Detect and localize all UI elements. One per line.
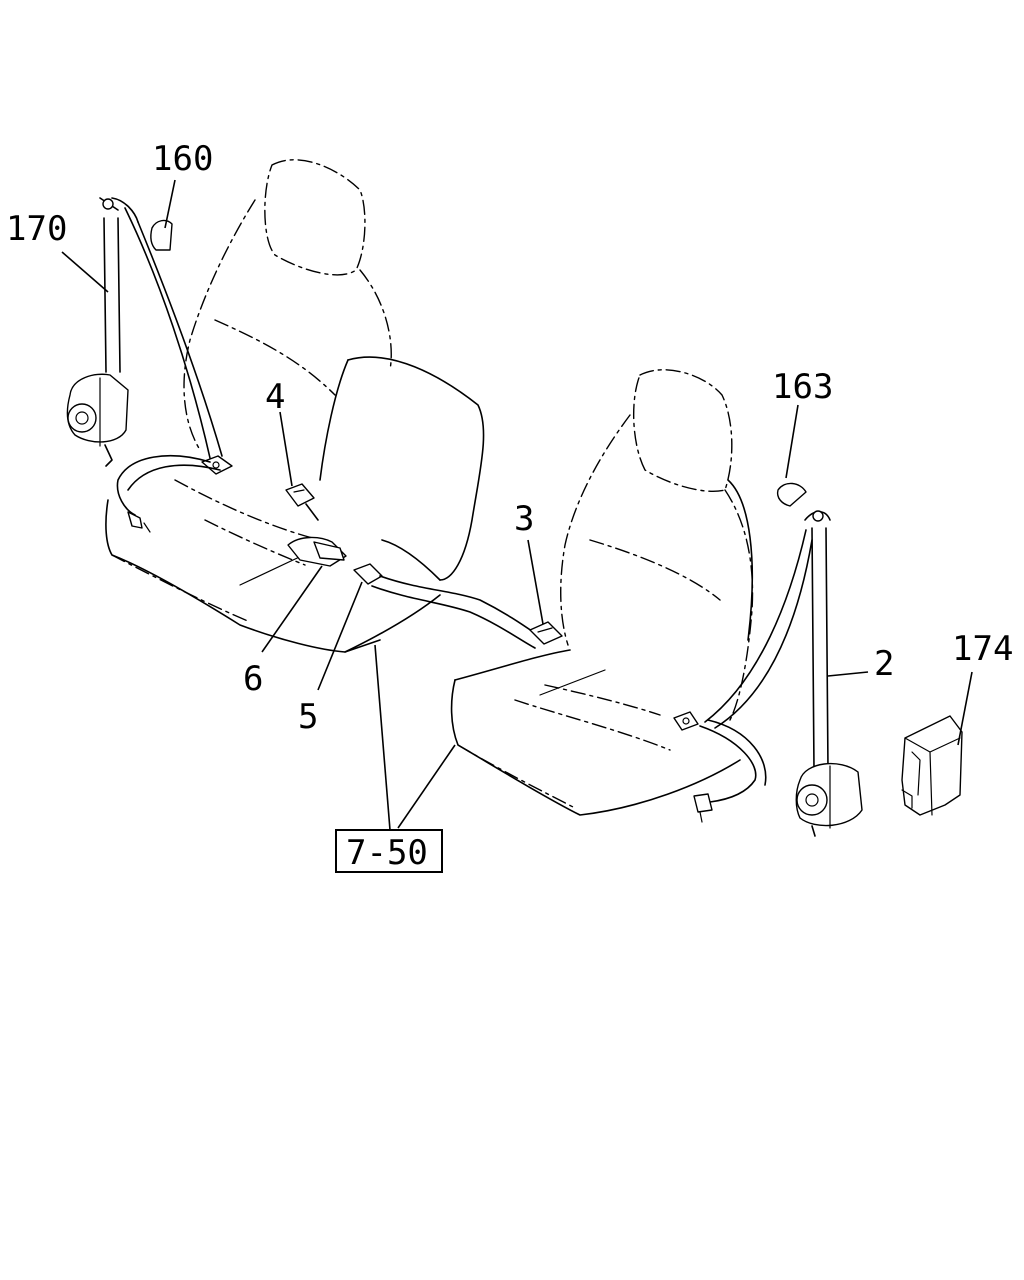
right-retractor-belt-2 — [673, 510, 863, 837]
buckle-5 — [353, 563, 546, 649]
trim-cover-163 — [776, 482, 807, 507]
callout-3: 3 — [514, 499, 534, 539]
callout-labels: 160 170 4 163 3 6 5 2 174 — [6, 139, 1013, 737]
cover-panel-174 — [901, 715, 963, 816]
callout-5: 5 — [298, 697, 318, 737]
callout-2: 2 — [874, 644, 894, 684]
reference-box-label: 7-50 — [346, 833, 428, 873]
buckle-4 — [285, 483, 319, 521]
callout-163: 163 — [772, 367, 833, 407]
right-seat — [450, 369, 754, 816]
callout-6: 6 — [243, 659, 263, 699]
left-retractor-belt-170 — [66, 197, 233, 533]
buckle-6 — [287, 536, 347, 567]
trim-cover-160 — [150, 219, 173, 251]
callout-174: 174 — [952, 629, 1013, 669]
reference-box: 7-50 — [335, 829, 443, 873]
callout-170: 170 — [6, 209, 67, 249]
callout-160: 160 — [152, 139, 213, 179]
callout-4: 4 — [265, 377, 285, 417]
buckle-3 — [529, 621, 563, 645]
leader-lines — [61, 179, 973, 831]
